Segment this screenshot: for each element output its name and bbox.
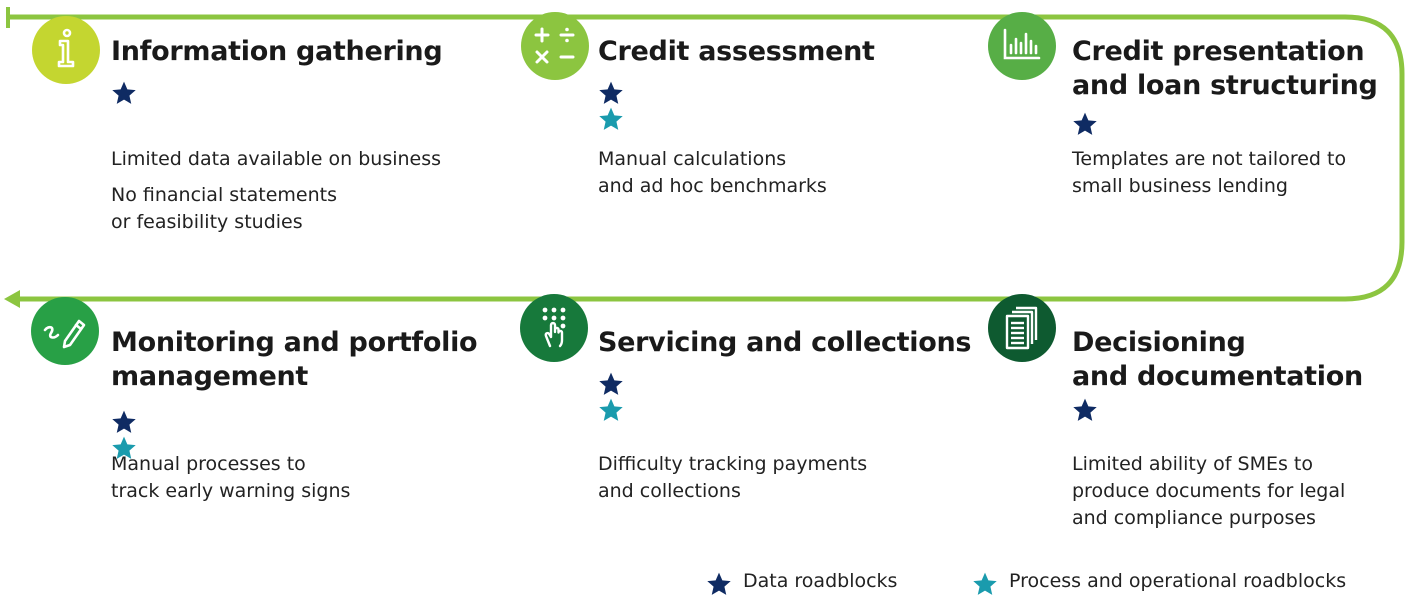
roadblock-stars (1072, 397, 1108, 423)
data-roadblock-star-icon (112, 410, 136, 433)
legend-label: Data roadblocks (743, 570, 898, 592)
step-title: Monitoring and portfolio management (111, 327, 478, 392)
keypad-touch-icon (520, 294, 588, 362)
process-roadblock-star-icon (112, 436, 136, 459)
step-description: Manual processes to track early warning … (111, 453, 351, 502)
info-icon (32, 16, 100, 84)
documents-icon (988, 294, 1056, 362)
data-roadblock-star-icon (707, 572, 731, 595)
step-description: Manual calculations and ad hoc benchmark… (598, 148, 827, 197)
pen-icon (31, 297, 99, 365)
data-roadblock-star-icon (599, 372, 623, 395)
roadblock-stars (111, 409, 147, 459)
step-description: Limited ability of SMEs to produce docum… (1072, 453, 1346, 529)
roadblock-stars (598, 80, 634, 130)
bar-chart-icon (988, 12, 1056, 80)
step-title: Credit presentation and loan structuring (1072, 36, 1378, 101)
step-title: Decisioning and documentation (1072, 327, 1363, 392)
legend-label: Process and operational roadblocks (1009, 570, 1347, 592)
process-roadblock-star-icon (599, 107, 623, 130)
data-roadblock-star-icon (112, 81, 136, 104)
step-description: Limited data available on business No fi… (111, 148, 442, 233)
step-title: Credit assessment (598, 36, 875, 67)
calculator-icon (521, 12, 589, 80)
process-roadblock-star-icon (973, 572, 997, 595)
step-description: Templates are not tailored to small busi… (1072, 148, 1347, 197)
step-title: Servicing and collections (598, 327, 972, 358)
roadblock-stars (1072, 111, 1108, 137)
process-roadblock-star-icon (599, 398, 623, 421)
step-title: Information gathering (111, 36, 443, 67)
data-roadblock-star-icon (1073, 398, 1097, 421)
roadblock-stars (111, 80, 147, 106)
roadblock-stars (598, 371, 634, 421)
data-roadblock-star-icon (599, 81, 623, 104)
data-roadblock-star-icon (1073, 112, 1097, 135)
step-description: Difficulty tracking payments and collect… (598, 453, 868, 502)
